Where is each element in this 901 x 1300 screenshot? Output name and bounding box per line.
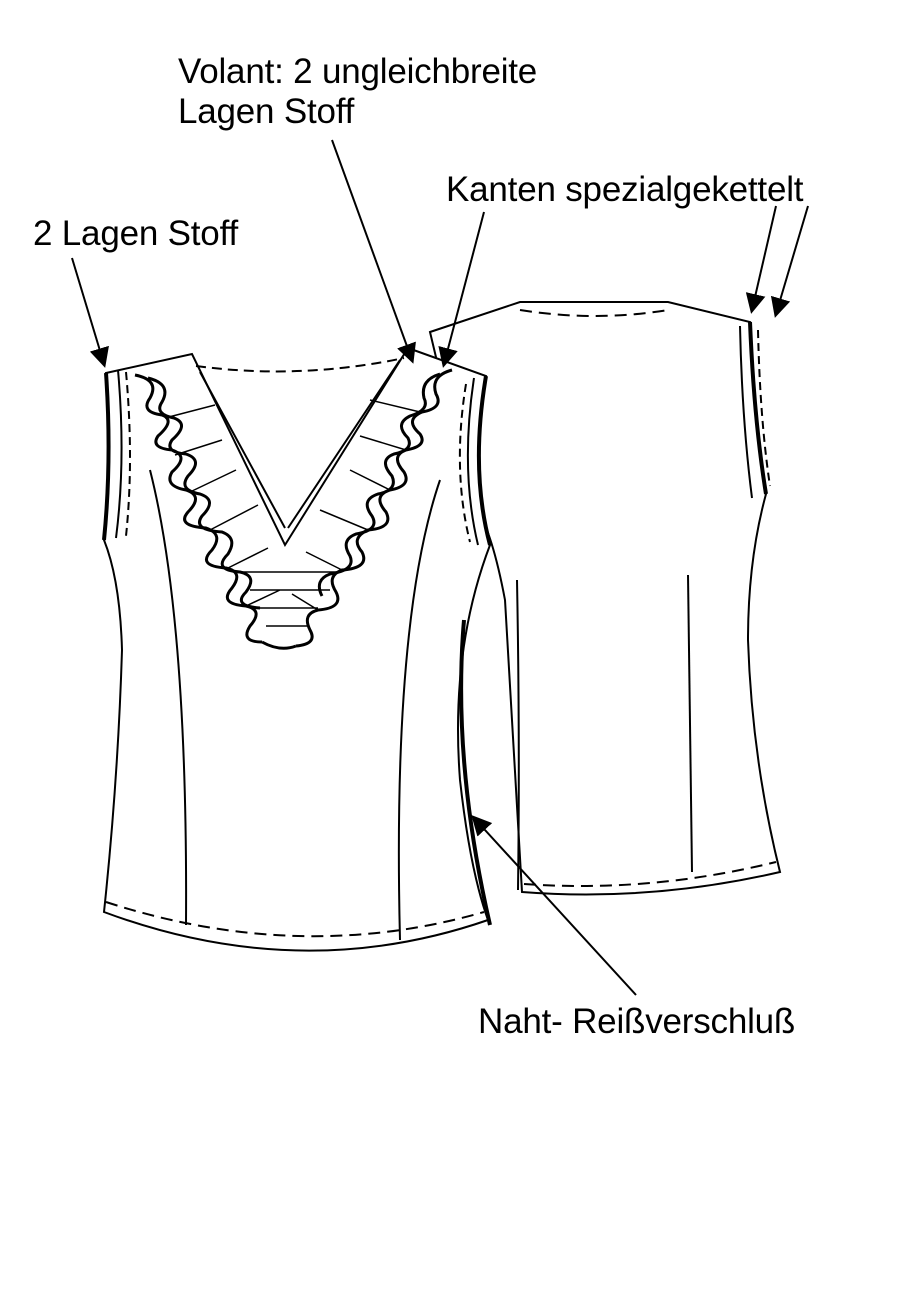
neckline-binding-left — [199, 371, 286, 529]
front-princess-seam-left — [149, 469, 188, 926]
label-volant-line2: Lagen Stoff — [178, 92, 355, 131]
back-dart-left — [516, 579, 520, 891]
arrow-volant — [331, 139, 416, 364]
front-outline — [102, 346, 492, 952]
right-armhole-binding-inner — [466, 377, 479, 546]
back-armhole-binding-stitch — [757, 329, 771, 487]
back-dart-right — [687, 574, 693, 873]
label-naht-reissverschluss: Naht- Reißverschluß — [478, 1002, 796, 1041]
leader-arrows — [71, 139, 809, 996]
arrow-kanten-front — [438, 211, 485, 368]
front-hem-stitch — [105, 901, 485, 938]
label-2-lagen-stoff: 2 Lagen Stoff — [33, 214, 238, 253]
front-princess-seam-right — [397, 479, 441, 941]
arrow-2lagen — [71, 257, 109, 368]
ruffle-volant — [134, 368, 453, 650]
front-view — [102, 346, 492, 952]
ruffle-center — [261, 640, 297, 650]
left-armhole-binding-outer — [102, 372, 111, 541]
label-volant: Volant: 2 ungleichbreite Lagen Stoff — [178, 52, 537, 132]
arrow-naht — [471, 815, 637, 996]
left-armhole-binding-stitch — [125, 371, 131, 537]
side-zipper-seam — [459, 619, 492, 926]
arrow-kanten-back-2 — [770, 205, 809, 318]
label-volant-line1: Volant: 2 ungleichbreite — [178, 52, 538, 91]
ruffle-right-outer — [295, 368, 453, 648]
ruffle-folds — [164, 399, 421, 627]
neckline-binding-right — [287, 359, 401, 529]
front-neck-stitch — [195, 357, 405, 373]
left-armhole-binding-inner — [115, 369, 123, 539]
back-armhole-binding-inner — [739, 325, 753, 499]
back-view — [428, 301, 782, 896]
back-armhole-binding-outer — [748, 321, 768, 495]
arrow-kanten-back-1 — [745, 205, 777, 314]
label-kanten: Kanten spezialgekettelt — [446, 170, 804, 209]
ruffle-right-inner — [317, 372, 441, 597]
right-armhole-binding-outer — [476, 375, 492, 546]
ruffle-left-outer — [134, 373, 263, 644]
right-armhole-binding-stitch — [458, 383, 471, 543]
